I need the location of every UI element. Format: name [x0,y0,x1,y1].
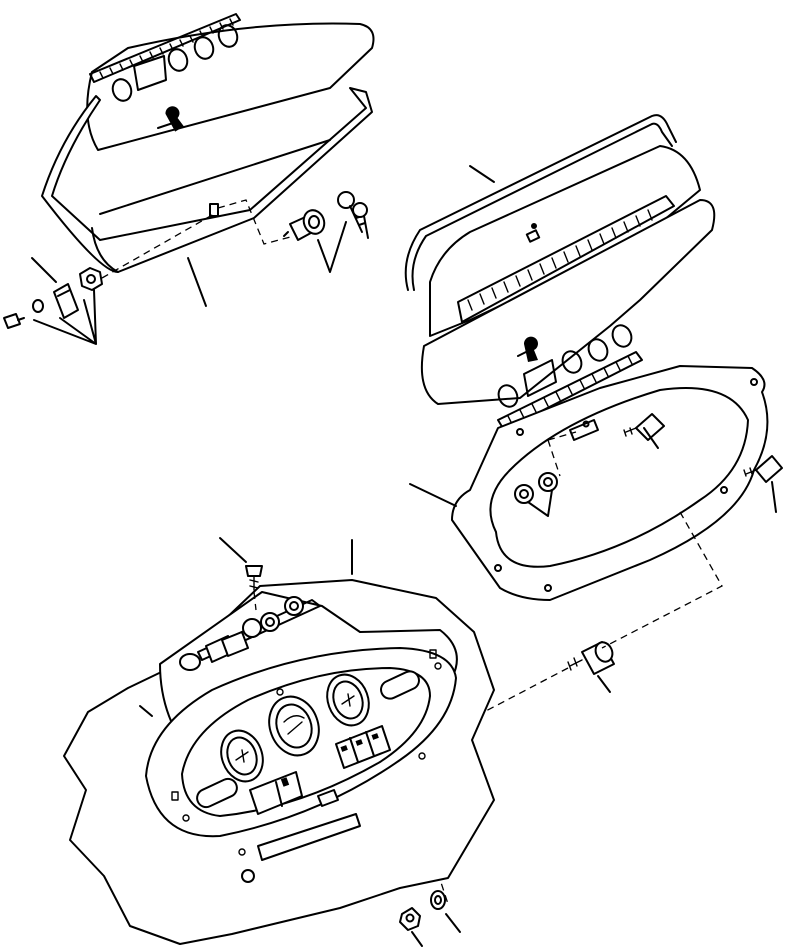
hinge-knuckles [507,355,633,425]
mounting-frame [409,365,769,601]
hinge-knuckles [467,209,653,311]
mounting-screws [623,413,783,513]
instrument-cover-closed [41,13,375,273]
switch-icon [205,631,249,663]
key-icon [337,191,369,239]
instrument-cover-open [420,145,716,431]
nut-icon [79,267,103,291]
gauge-icon [220,673,370,783]
screw-icon [3,313,25,329]
mounting-screws [219,537,263,611]
screw-icon [623,413,665,441]
support-rod [404,114,677,291]
bracket-icon [53,283,79,319]
instrument-panel [63,539,495,945]
switch-icon [249,725,391,815]
latch-bracket-with-screw-and-washers [3,213,215,345]
screw-icon [743,455,783,483]
frame-grommets [514,472,558,504]
latch-stud [209,203,219,217]
nut-icon [399,907,421,931]
nut-and-washer [399,890,461,947]
screw-icon [245,565,263,577]
lock-cylinder-and-keys [217,191,369,273]
hinge-knuckles [99,18,234,79]
